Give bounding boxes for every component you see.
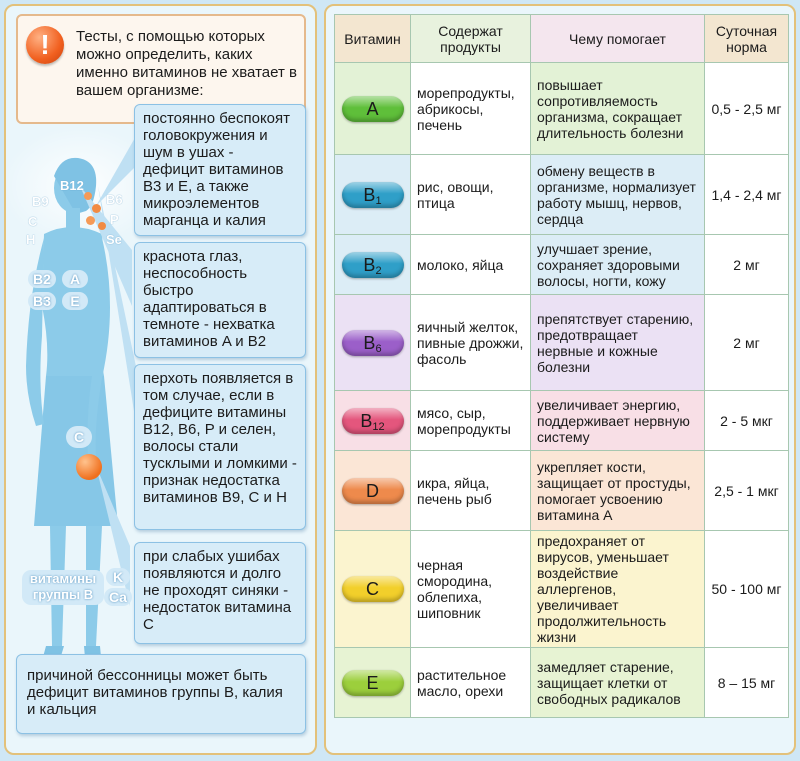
deficiency-tests-panel: ! Тесты, с помощью которых можно определ… xyxy=(4,4,317,755)
dot-ear xyxy=(84,192,92,200)
norm-cell: 50 - 100 мг xyxy=(704,530,789,648)
vitamin-cell: E xyxy=(334,647,411,718)
vitamin-letter: B xyxy=(363,332,376,353)
label-b3: B3 xyxy=(28,292,56,310)
vitamin-pill-icon: D xyxy=(341,477,404,504)
dot-hair xyxy=(86,216,95,225)
callout-dizziness: постоянно беспокоят головокружения и шум… xyxy=(134,104,306,236)
helps-cell: улучшает зрение, сохраняет здоровыми вол… xyxy=(530,234,705,295)
vitamin-letter: D xyxy=(366,480,379,501)
vitamin-pill-icon: E xyxy=(341,669,404,696)
label-b2: B2 xyxy=(28,270,56,288)
vitamin-letter: C xyxy=(366,579,379,599)
helps-cell: предохраняет от вирусов, уменьшает возде… xyxy=(530,530,705,648)
label-hand-c: C xyxy=(66,426,92,448)
vitamin-cell: B1 xyxy=(334,154,411,235)
vitamin-pill-icon: C xyxy=(341,576,404,602)
header-vitamin: Витамин xyxy=(334,14,411,63)
helps-cell: укрепляет кости, защищает от простуды, п… xyxy=(530,450,705,531)
dot-eye xyxy=(92,204,101,213)
vitamin-cell: D xyxy=(334,450,411,531)
table-header-row: Витамин Содержат продукты Чему помогает … xyxy=(334,14,789,63)
foods-cell: мясо, сыр, морепродукты xyxy=(410,390,531,451)
norm-cell: 1,4 - 2,4 мг xyxy=(704,154,789,235)
vitamin-cell: B2 xyxy=(334,234,411,295)
label-c: C xyxy=(28,214,38,229)
vitamin-pill-icon: A xyxy=(341,95,404,122)
header-foods: Содержат продукты xyxy=(410,14,531,63)
label-b12: B12 xyxy=(60,178,84,193)
label-a: A xyxy=(62,270,88,288)
label-b9: B9 xyxy=(32,194,49,209)
helps-cell: препятствует старению, предотвращает нер… xyxy=(530,294,705,391)
helps-cell: повышает сопротивляемость организма, сок… xyxy=(530,62,705,155)
vitamin-letter: E xyxy=(366,672,379,693)
callout-bruises: при слабых ушибах появляются и долго не … xyxy=(134,542,306,644)
foods-cell: черная смородина, облепиха, шиповник xyxy=(410,530,531,648)
vitamin-cell: C xyxy=(334,530,411,648)
vitamin-subscript: 1 xyxy=(375,194,382,207)
norm-cell: 2,5 - 1 мкг xyxy=(704,450,789,531)
vitamin-letter: B xyxy=(363,254,376,275)
label-h: H xyxy=(26,232,36,247)
vitamin-pill-icon: B2 xyxy=(341,251,404,278)
vitamin-subscript: 2 xyxy=(375,264,382,277)
norm-cell: 0,5 - 2,5 мг xyxy=(704,62,789,155)
callout-hair: перхоть появляется в том случае, если в … xyxy=(134,364,306,530)
vitamin-letter: B xyxy=(363,184,376,205)
helps-cell: увеличивает энергию, поддерживает нервну… xyxy=(530,390,705,451)
callout-insomnia: причиной бессонницы может быть дефицит в… xyxy=(16,654,306,734)
label-b6: B6 xyxy=(106,192,123,207)
foods-cell: рис, овощи, птица xyxy=(410,154,531,235)
label-ca: Ca xyxy=(104,588,132,606)
header-helps: Чему помогает xyxy=(530,14,705,63)
vitamin-table: Витамин Содержат продукты Чему помогает … xyxy=(334,14,789,718)
norm-cell: 2 - 5 мкг xyxy=(704,390,789,451)
header-norm: Суточная норма xyxy=(704,14,789,63)
label-b-group: витамины группы B xyxy=(22,570,104,605)
bruise-dot xyxy=(76,454,102,480)
dot-skin xyxy=(98,222,106,230)
helps-cell: замедляет старение, защищает клетки от с… xyxy=(530,647,705,718)
foods-cell: яичный желток, пивные дрожжи, фасоль xyxy=(410,294,531,391)
vitamin-cell: B12 xyxy=(334,390,411,451)
vitamin-table-panel: Витамин Содержат продукты Чему помогает … xyxy=(324,4,796,755)
label-se: Se xyxy=(106,232,122,247)
vitamin-subscript: 12 xyxy=(372,420,385,433)
vitamin-letter: A xyxy=(366,98,379,119)
norm-cell: 8 – 15 мг xyxy=(704,647,789,718)
intro-text: Тесты, с помощью которых можно определит… xyxy=(76,28,297,99)
norm-cell: 2 мг xyxy=(704,294,789,391)
label-p: P xyxy=(110,212,119,227)
vitamin-cell: B6 xyxy=(334,294,411,391)
foods-cell: морепродукты, абрикосы, печень xyxy=(410,62,531,155)
vitamin-pill-icon: B12 xyxy=(341,407,404,434)
vitamin-pill-icon: B6 xyxy=(341,329,404,356)
foods-cell: растительное масло, орехи xyxy=(410,647,531,718)
foods-cell: икра, яйца, печень рыб xyxy=(410,450,531,531)
exclamation-icon: ! xyxy=(26,26,64,64)
vitamin-letter: B xyxy=(360,410,373,431)
vitamin-subscript: 6 xyxy=(375,342,382,355)
foods-cell: молоко, яйца xyxy=(410,234,531,295)
helps-cell: обмену веществ в организме, нормализует … xyxy=(530,154,705,235)
vitamin-cell: A xyxy=(334,62,411,155)
label-e: E xyxy=(62,292,88,310)
label-k: K xyxy=(106,568,130,586)
callout-eyes: краснота глаз, неспособность быстро адап… xyxy=(134,242,306,358)
vitamin-pill-icon: B1 xyxy=(341,181,404,208)
norm-cell: 2 мг xyxy=(704,234,789,295)
